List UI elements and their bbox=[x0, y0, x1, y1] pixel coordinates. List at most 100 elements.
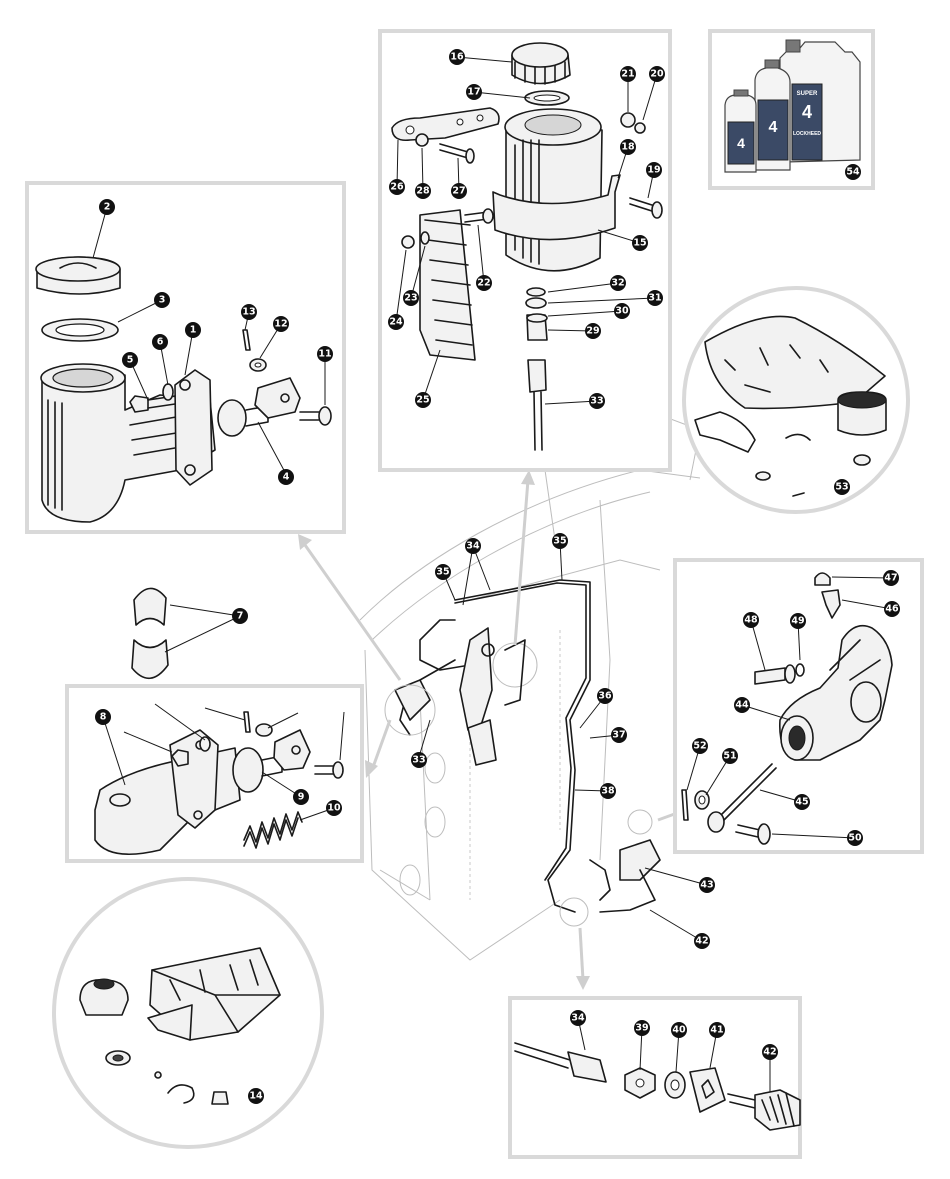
svg-text:14: 14 bbox=[249, 1091, 263, 1102]
svg-text:24: 24 bbox=[389, 317, 403, 328]
svg-text:43: 43 bbox=[700, 880, 713, 891]
svg-text:48: 48 bbox=[744, 615, 758, 626]
svg-text:16: 16 bbox=[450, 52, 464, 63]
svg-text:30: 30 bbox=[615, 306, 629, 317]
callout-42-union: 42 bbox=[762, 1044, 778, 1060]
svg-text:25: 25 bbox=[416, 395, 429, 406]
callout-13: 13 bbox=[241, 304, 257, 320]
panel-fluid: 4 SUPER LOCKHEED 4 4 bbox=[708, 29, 875, 190]
callout-17: 17 bbox=[466, 84, 482, 100]
svg-text:44: 44 bbox=[735, 700, 749, 711]
svg-text:37: 37 bbox=[612, 730, 625, 741]
callout-49: 49 bbox=[790, 613, 806, 629]
svg-text:11: 11 bbox=[318, 349, 331, 360]
svg-text:35: 35 bbox=[436, 567, 449, 578]
svg-text:21: 21 bbox=[621, 69, 634, 80]
engine-slave-mount bbox=[559, 809, 661, 927]
callout-5: 5 bbox=[122, 352, 138, 368]
brackets-7 bbox=[131, 587, 169, 680]
callout-30: 30 bbox=[614, 303, 630, 319]
svg-text:54: 54 bbox=[846, 167, 860, 178]
callout-54: 54 bbox=[845, 164, 861, 180]
callout-23: 23 bbox=[403, 290, 419, 306]
svg-text:34: 34 bbox=[466, 541, 480, 552]
callout-32: 32 bbox=[610, 275, 626, 291]
panel-pipe-union bbox=[508, 996, 802, 1159]
callout-8: 8 bbox=[95, 709, 111, 725]
panel-seal-kit-right bbox=[682, 286, 910, 514]
svg-text:33: 33 bbox=[590, 396, 603, 407]
callout-24: 24 bbox=[388, 314, 404, 330]
callout-47: 47 bbox=[883, 570, 899, 586]
svg-text:12: 12 bbox=[274, 319, 287, 330]
callout-41: 41 bbox=[709, 1022, 725, 1038]
callout-46: 46 bbox=[884, 601, 900, 617]
callout-14: 14 bbox=[248, 1088, 264, 1104]
svg-text:49: 49 bbox=[791, 616, 804, 627]
callout-10: 10 bbox=[326, 800, 342, 816]
pedal-assembly bbox=[384, 627, 538, 766]
callout-35-right: 35 bbox=[552, 533, 568, 549]
svg-text:7: 7 bbox=[237, 611, 244, 622]
callout-26: 26 bbox=[389, 179, 405, 195]
svg-text:38: 38 bbox=[601, 786, 615, 797]
svg-text:50: 50 bbox=[848, 833, 862, 844]
callout-31: 31 bbox=[647, 290, 663, 306]
callout-badges: 1 2 3 4 5 6 7 8 9 10 11 12 13 14 15 16 1… bbox=[95, 49, 900, 1104]
svg-text:17: 17 bbox=[467, 87, 480, 98]
bottle-maker-large: LOCKHEED bbox=[793, 131, 821, 137]
callout-29: 29 bbox=[585, 323, 601, 339]
callout-34-main: 34 bbox=[465, 538, 481, 554]
brake-pipe-run bbox=[419, 579, 591, 913]
svg-text:3: 3 bbox=[159, 295, 166, 306]
callout-9: 9 bbox=[293, 789, 309, 805]
svg-text:39: 39 bbox=[635, 1023, 648, 1034]
callout-28: 28 bbox=[415, 183, 431, 199]
svg-text:47: 47 bbox=[884, 573, 897, 584]
callout-20: 20 bbox=[649, 66, 665, 82]
svg-text:42: 42 bbox=[695, 936, 708, 947]
callout-3: 3 bbox=[154, 292, 170, 308]
callout-33-reservoir: 33 bbox=[589, 393, 605, 409]
callout-45: 45 bbox=[794, 794, 810, 810]
svg-text:33: 33 bbox=[412, 755, 425, 766]
svg-text:35: 35 bbox=[553, 536, 566, 547]
callout-33-pedal: 33 bbox=[411, 752, 427, 768]
callout-52: 52 bbox=[692, 738, 708, 754]
callout-39: 39 bbox=[634, 1020, 650, 1036]
callout-22: 22 bbox=[476, 275, 492, 291]
svg-text:41: 41 bbox=[710, 1025, 723, 1036]
callout-51: 51 bbox=[722, 748, 738, 764]
svg-text:26: 26 bbox=[390, 182, 404, 193]
svg-text:42: 42 bbox=[763, 1047, 776, 1058]
svg-text:51: 51 bbox=[723, 751, 736, 762]
svg-text:20: 20 bbox=[650, 69, 664, 80]
callout-16: 16 bbox=[449, 49, 465, 65]
svg-text:10: 10 bbox=[327, 803, 341, 814]
svg-text:31: 31 bbox=[648, 293, 661, 304]
callout-42-main: 42 bbox=[694, 933, 710, 949]
callout-48: 48 bbox=[743, 612, 759, 628]
callout-2: 2 bbox=[99, 199, 115, 215]
svg-text:18: 18 bbox=[621, 142, 635, 153]
svg-text:9: 9 bbox=[298, 792, 305, 803]
callout-40: 40 bbox=[671, 1022, 687, 1038]
callout-37: 37 bbox=[611, 727, 627, 743]
svg-text:15: 15 bbox=[633, 238, 646, 249]
svg-text:46: 46 bbox=[885, 604, 899, 615]
bottle-grade-small: 4 bbox=[737, 135, 745, 151]
svg-text:2: 2 bbox=[104, 202, 111, 213]
svg-text:52: 52 bbox=[693, 741, 706, 752]
svg-text:13: 13 bbox=[242, 307, 255, 318]
panel-master-cylinder-early bbox=[25, 181, 346, 534]
callout-11: 11 bbox=[317, 346, 333, 362]
callout-21: 21 bbox=[620, 66, 636, 82]
svg-text:6: 6 bbox=[157, 337, 164, 348]
svg-text:19: 19 bbox=[647, 165, 660, 176]
callout-34-union: 34 bbox=[570, 1010, 586, 1026]
svg-text:29: 29 bbox=[586, 326, 599, 337]
svg-text:53: 53 bbox=[835, 482, 848, 493]
bottle-grade-mid: 4 bbox=[769, 119, 778, 136]
callout-44: 44 bbox=[734, 697, 750, 713]
callout-6: 6 bbox=[152, 334, 168, 350]
